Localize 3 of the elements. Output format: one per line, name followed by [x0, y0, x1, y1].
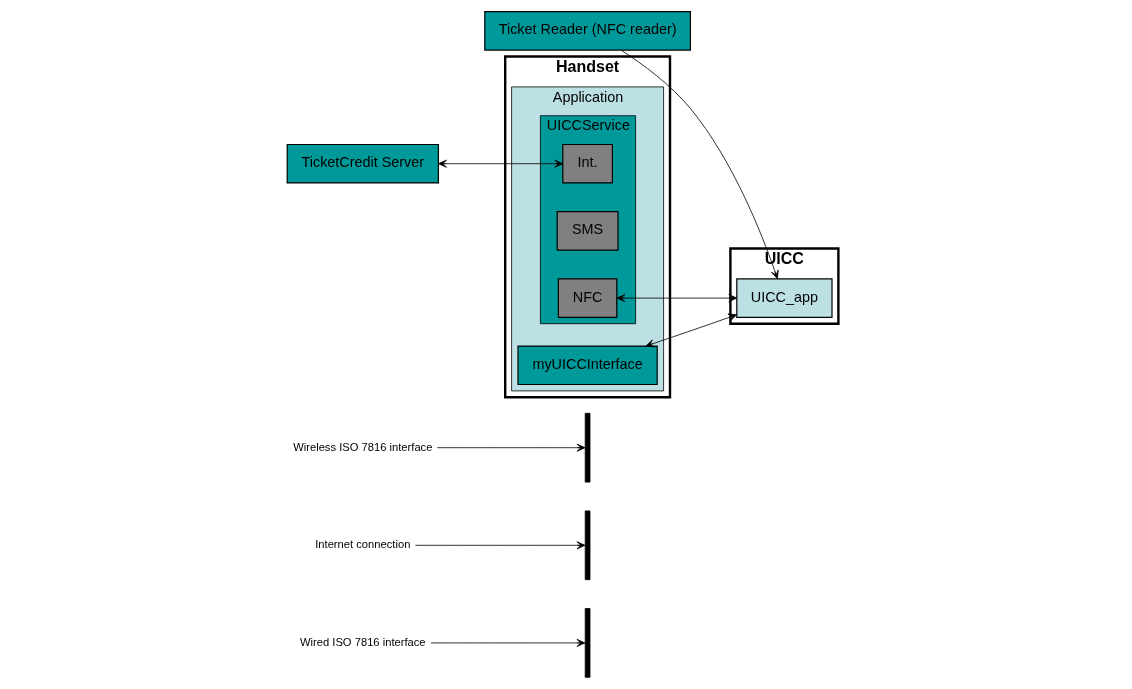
node-text: Wireless ISO 7816 interface [293, 440, 433, 453]
node-text: Internet connection [315, 538, 411, 551]
node-text: Wired ISO 7816 interface [300, 635, 426, 648]
